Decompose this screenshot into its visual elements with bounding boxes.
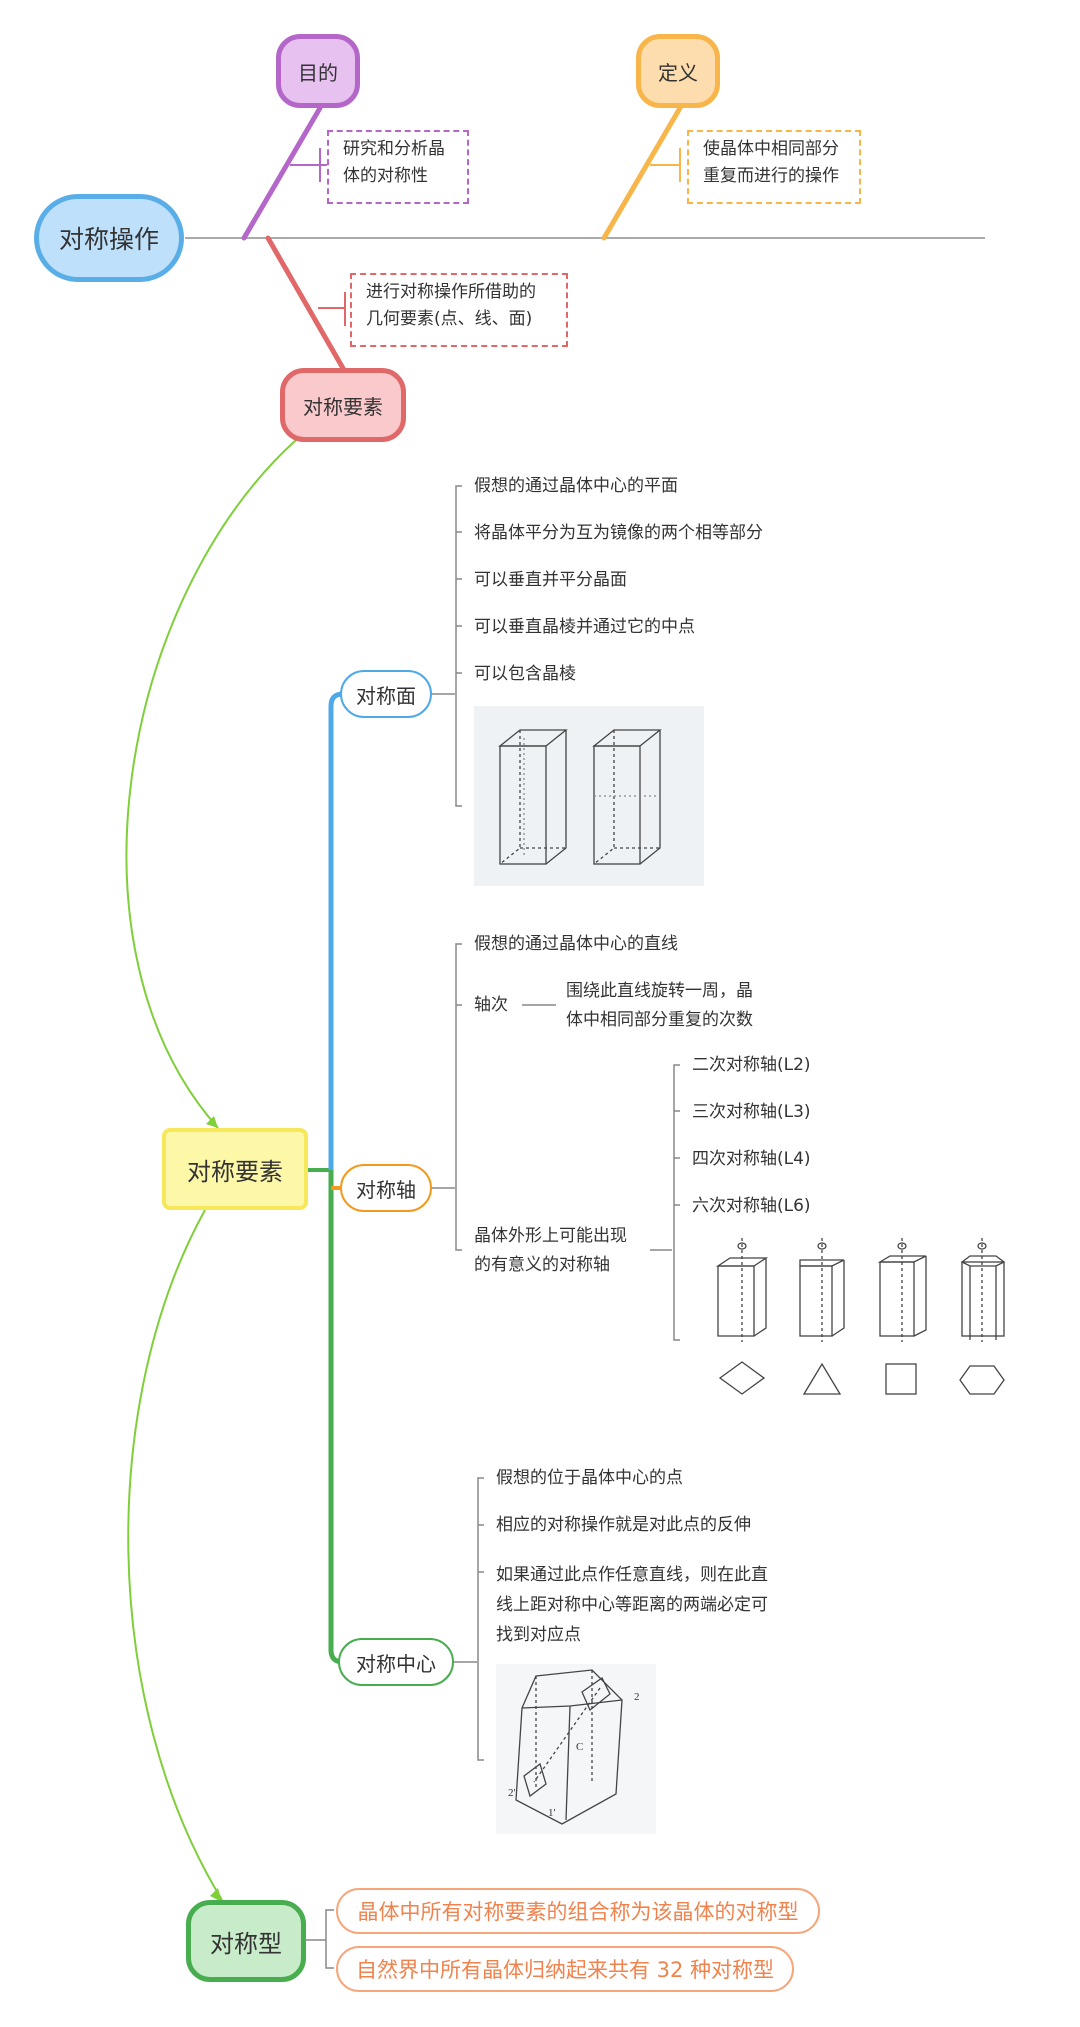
- axis-type-3: 四次对称轴(L4): [692, 1149, 811, 1169]
- fig-label-bottom: 1': [548, 1807, 556, 1819]
- plane-item-4: 可以垂直晶棱并通过它的中点: [474, 617, 695, 637]
- elements-label: 对称要素: [303, 394, 383, 419]
- elements-desc-line2: 几何要素(点、线、面): [366, 309, 533, 329]
- plane-node[interactable]: 对称面: [340, 670, 432, 718]
- definition-desc: 使晶体中相同部分 重复而进行的操作: [687, 130, 861, 204]
- axis-node[interactable]: 对称轴: [340, 1164, 432, 1212]
- center-sym-item-3-line1: 如果通过此点作任意直线，则在此直: [496, 1565, 768, 1585]
- purpose-desc: 研究和分析晶 体的对称性: [327, 130, 469, 204]
- sym-type-item-1[interactable]: 晶体中所有对称要素的组合称为该晶体的对称型: [336, 1888, 820, 1934]
- center-sym-item-3: 如果通过此点作任意直线，则在此直 线上距对称中心等距离的两端必定可 找到对应点: [496, 1560, 768, 1650]
- axis-order-label: 轴次: [474, 995, 508, 1015]
- plane-item-5: 可以包含晶棱: [474, 664, 576, 684]
- definition-desc-line2: 重复而进行的操作: [703, 166, 839, 186]
- axis-order-desc-line1: 围绕此直线旋转一周，晶: [566, 981, 753, 1001]
- axis-type-4: 六次对称轴(L6): [692, 1196, 811, 1216]
- center-sym-label: 对称中心: [356, 1651, 436, 1676]
- center-node[interactable]: 对称要素: [162, 1128, 308, 1210]
- fig-label-top: 2: [634, 1691, 640, 1703]
- purpose-desc-line1: 研究和分析晶: [343, 139, 445, 159]
- elements-node[interactable]: 对称要素: [280, 368, 406, 442]
- axis-order-desc: 围绕此直线旋转一周，晶 体中相同部分重复的次数: [566, 977, 753, 1035]
- axis-possible-line2: 的有意义的对称轴: [474, 1255, 610, 1275]
- axis-type-1: 二次对称轴(L2): [692, 1055, 811, 1075]
- center-label: 对称要素: [187, 1157, 283, 1186]
- axis-possible-line1: 晶体外形上可能出现: [474, 1226, 627, 1246]
- sym-type-item-2[interactable]: 自然界中所有晶体归纳起来共有 32 种对称型: [336, 1946, 794, 1992]
- plane-item-1: 假想的通过晶体中心的平面: [474, 476, 678, 496]
- fig-label-center: C: [576, 1741, 583, 1753]
- sym-type-node[interactable]: 对称型: [186, 1900, 306, 1982]
- sym-type-label: 对称型: [210, 1929, 282, 1958]
- center-sym-node[interactable]: 对称中心: [338, 1638, 454, 1686]
- center-sym-item-1: 假想的位于晶体中心的点: [496, 1468, 683, 1488]
- root-label: 对称操作: [58, 225, 159, 254]
- axis-label: 对称轴: [356, 1177, 416, 1202]
- center-sym-item-3-line2: 线上距对称中心等距离的两端必定可: [496, 1595, 768, 1615]
- definition-desc-line1: 使晶体中相同部分: [703, 139, 839, 159]
- fig-label-left: 2': [508, 1787, 516, 1799]
- plane-item-3: 可以垂直并平分晶面: [474, 570, 627, 590]
- purpose-desc-line2: 体的对称性: [343, 166, 428, 186]
- plane-item-2: 将晶体平分为互为镜像的两个相等部分: [474, 523, 763, 543]
- definition-node[interactable]: 定义: [636, 34, 720, 108]
- center-sym-crystal-figure: 2 C 2' 1': [496, 1664, 656, 1834]
- axis-type-2: 三次对称轴(L3): [692, 1102, 811, 1122]
- axis-item-1: 假想的通过晶体中心的直线: [474, 934, 678, 954]
- root-node[interactable]: 对称操作: [34, 194, 184, 282]
- axis-prisms-figure: [715, 1238, 1006, 1395]
- plane-prism-figure: [474, 706, 704, 886]
- definition-label: 定义: [658, 60, 698, 85]
- sym-type-item-1-text: 晶体中所有对称要素的组合称为该晶体的对称型: [357, 1900, 799, 1924]
- elements-desc: 进行对称操作所借助的 几何要素(点、线、面): [350, 273, 568, 347]
- center-sym-item-3-line3: 找到对应点: [496, 1625, 581, 1645]
- axis-order-desc-line2: 体中相同部分重复的次数: [566, 1010, 753, 1030]
- purpose-label: 目的: [298, 60, 338, 85]
- purpose-node[interactable]: 目的: [276, 34, 360, 108]
- center-sym-item-2: 相应的对称操作就是对此点的反伸: [496, 1515, 751, 1535]
- sym-type-item-2-text: 自然界中所有晶体归纳起来共有 32 种对称型: [355, 1958, 775, 1982]
- elements-desc-line1: 进行对称操作所借助的: [366, 282, 536, 302]
- axis-possible: 晶体外形上可能出现 的有意义的对称轴: [474, 1222, 627, 1280]
- plane-label: 对称面: [356, 683, 416, 708]
